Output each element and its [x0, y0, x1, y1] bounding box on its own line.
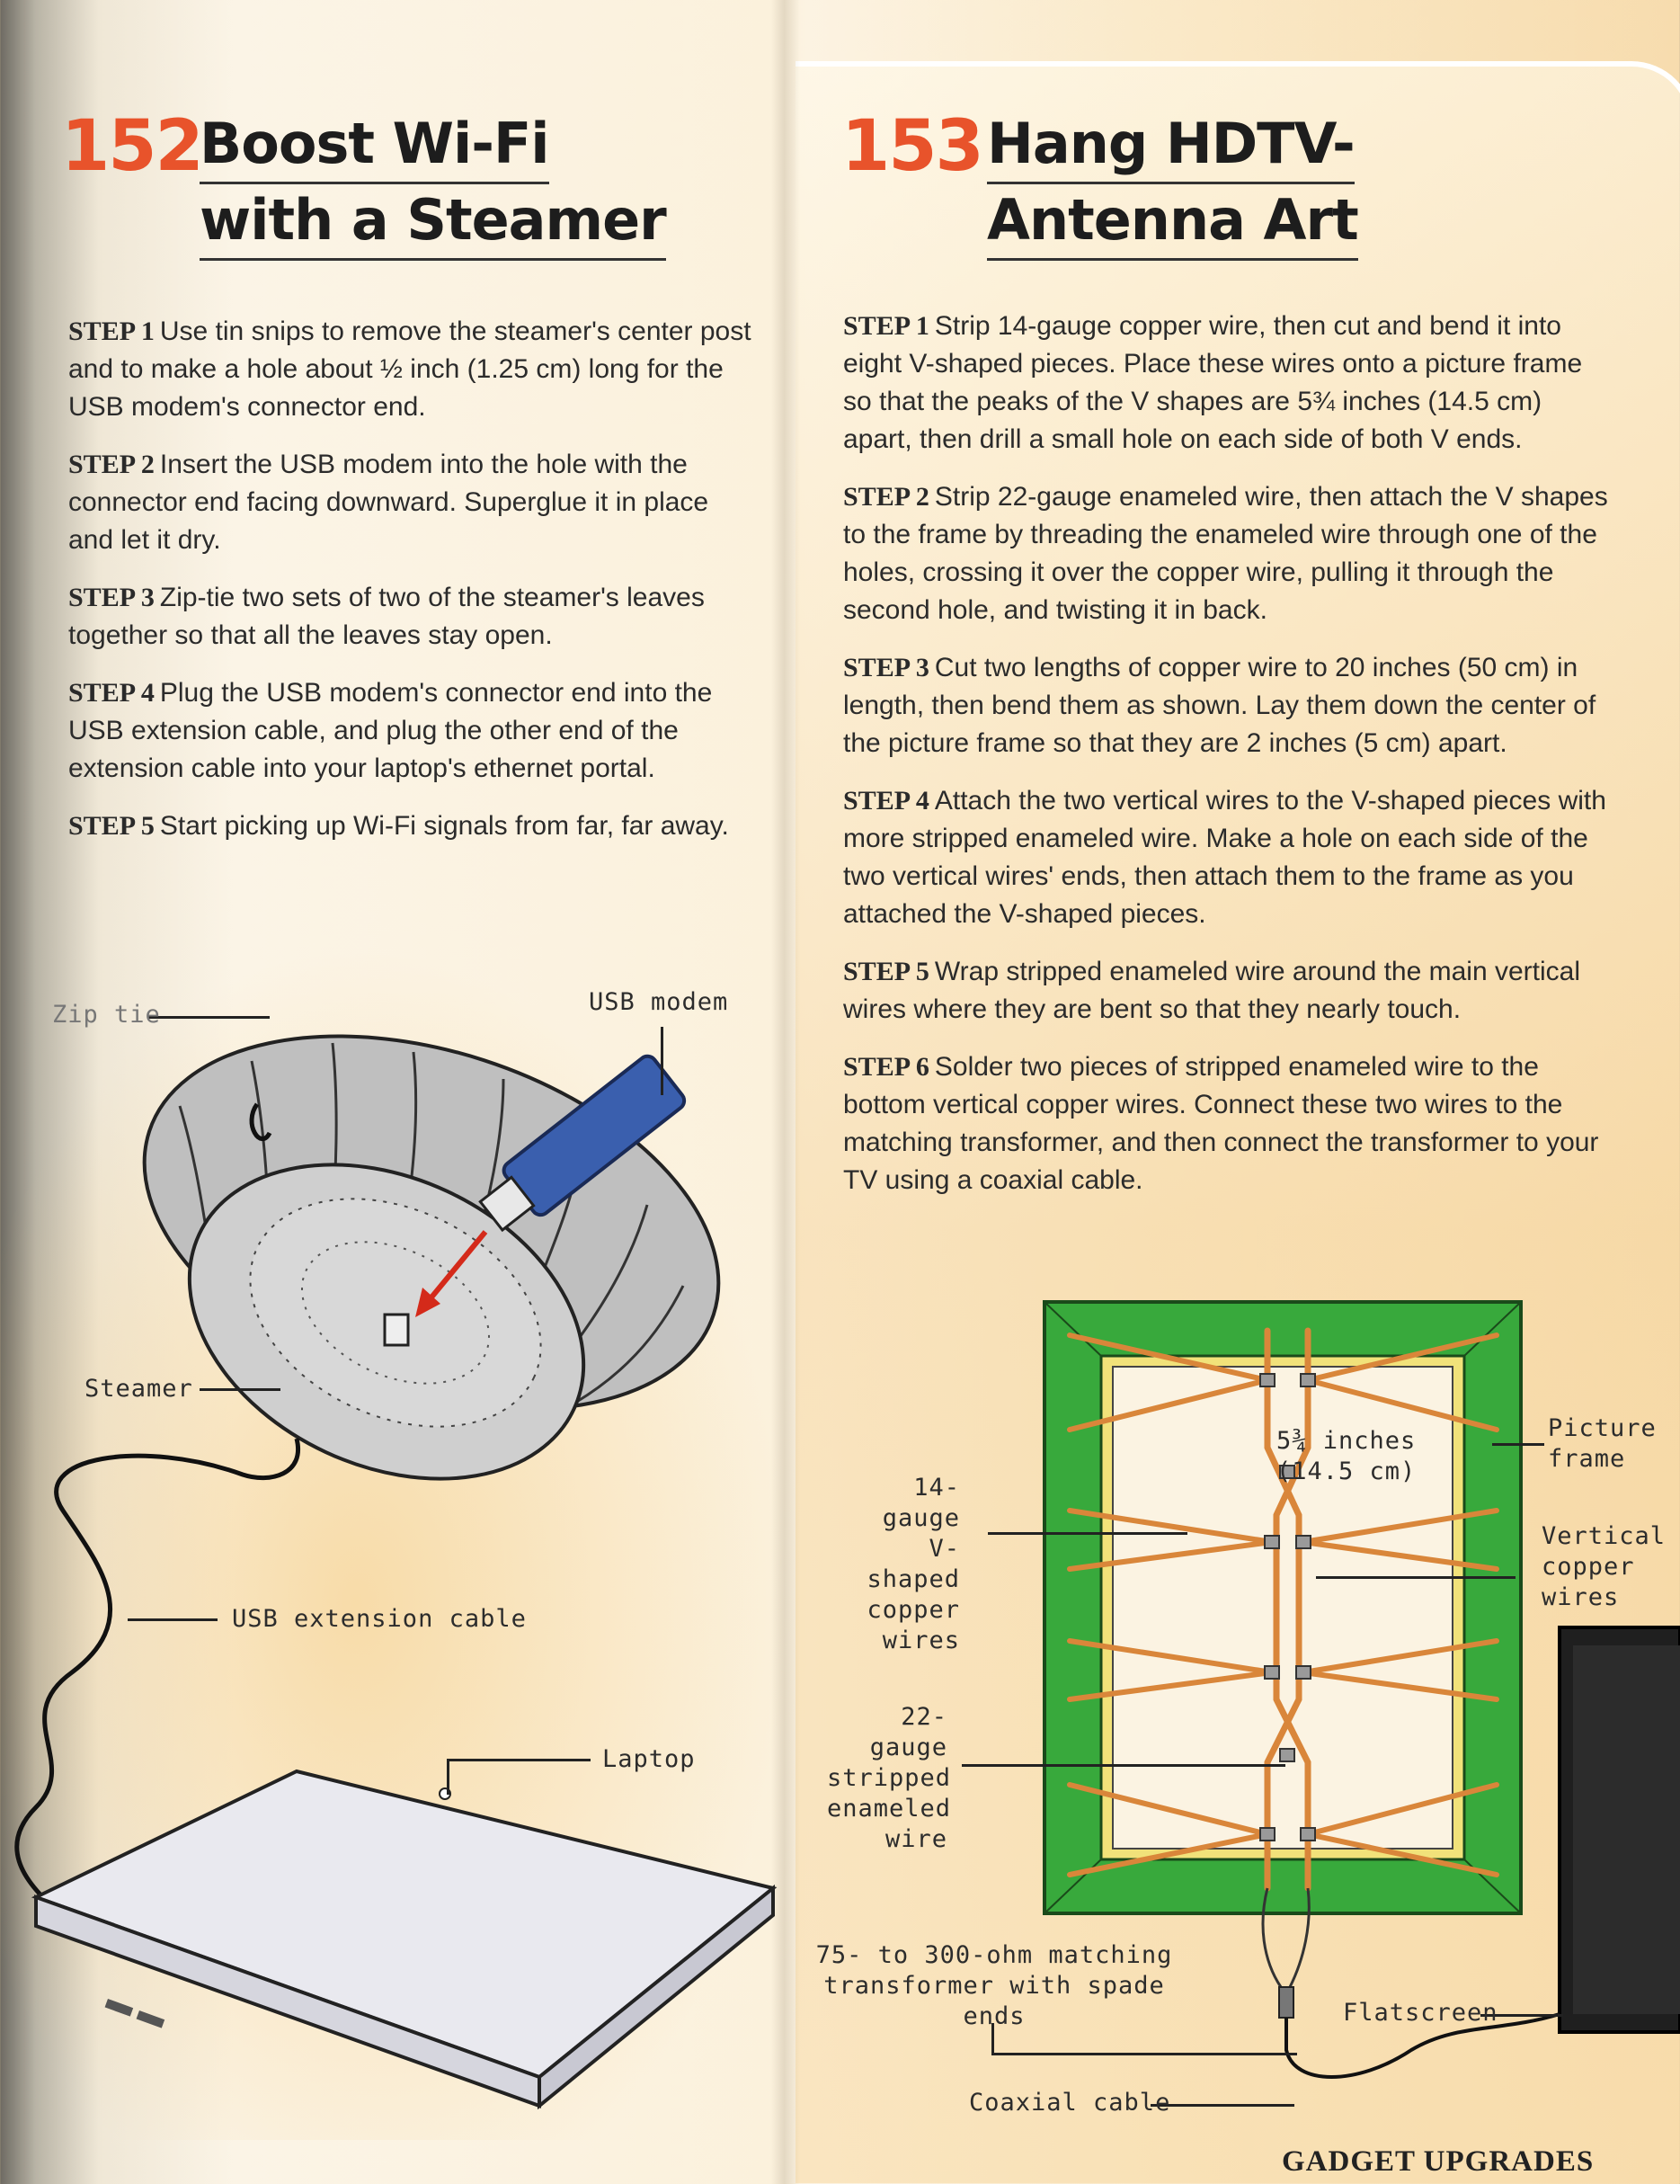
left-title: Boost Wi-Fi with a Steamer: [200, 108, 667, 261]
laptop-leader-v: [447, 1759, 449, 1795]
zip-tie-leader: [148, 1016, 270, 1019]
label-v-wires: 14-gauge V-shaped copper wires: [867, 1474, 960, 1654]
v-wires-leader: [988, 1532, 1187, 1535]
book-spine: [771, 0, 800, 2184]
label-laptop: Laptop: [602, 1745, 696, 1773]
label-spacing: 5¾ inches (14.5 cm): [1276, 1427, 1417, 1485]
flatscreen-leader: [1480, 2014, 1563, 2017]
right-title: Hang HDTV- Antenna Art: [987, 108, 1359, 261]
right-title-line1: Hang HDTV-: [987, 108, 1356, 184]
label-steamer: Steamer: [84, 1375, 193, 1403]
label-flatscreen: Flatscreen: [1343, 1999, 1498, 2027]
label-coaxial-cable: Coaxial cable: [969, 2089, 1171, 2117]
section-footer: GADGET UPGRADES: [1282, 2145, 1595, 2178]
label-picture-frame: Picture frame: [1548, 1414, 1657, 1473]
transformer-leader-h: [991, 2053, 1297, 2055]
project-number-152: 152: [61, 106, 204, 187]
antenna-frame-illustration: [1043, 1300, 1680, 2079]
project-number-153: 153: [841, 106, 984, 187]
label-usb-modem: USB modem: [589, 988, 729, 1016]
steamer-leader: [200, 1388, 280, 1391]
vertical-wires-leader: [1316, 1576, 1516, 1579]
label-zip-tie: Zip tie: [52, 1001, 161, 1029]
transformer-leader-v: [991, 2023, 994, 2054]
right-title-line2: Antenna Art: [987, 184, 1359, 261]
label-vertical-wires: Vertical copper wires: [1542, 1522, 1667, 1611]
usb-modem-leader: [661, 1027, 663, 1095]
left-title-line1: Boost Wi-Fi: [200, 108, 550, 184]
left-title-line2: with a Steamer: [200, 184, 667, 261]
laptop-leader-h: [447, 1759, 591, 1761]
label-usb-extension-cable: USB extension cable: [232, 1605, 527, 1633]
label-transformer: 75- to 300-ohm matching transformer with…: [815, 1941, 1173, 2030]
picture-frame-leader: [1492, 1443, 1544, 1446]
steamer-laptop-illustration: [14, 1034, 778, 2110]
enameled-wire-leader: [962, 1764, 1285, 1767]
usb-cable-leader: [128, 1618, 218, 1621]
label-enameled-wire: 22-gauge stripped enameled wire: [827, 1703, 952, 1853]
coaxial-leader: [1151, 2104, 1294, 2107]
